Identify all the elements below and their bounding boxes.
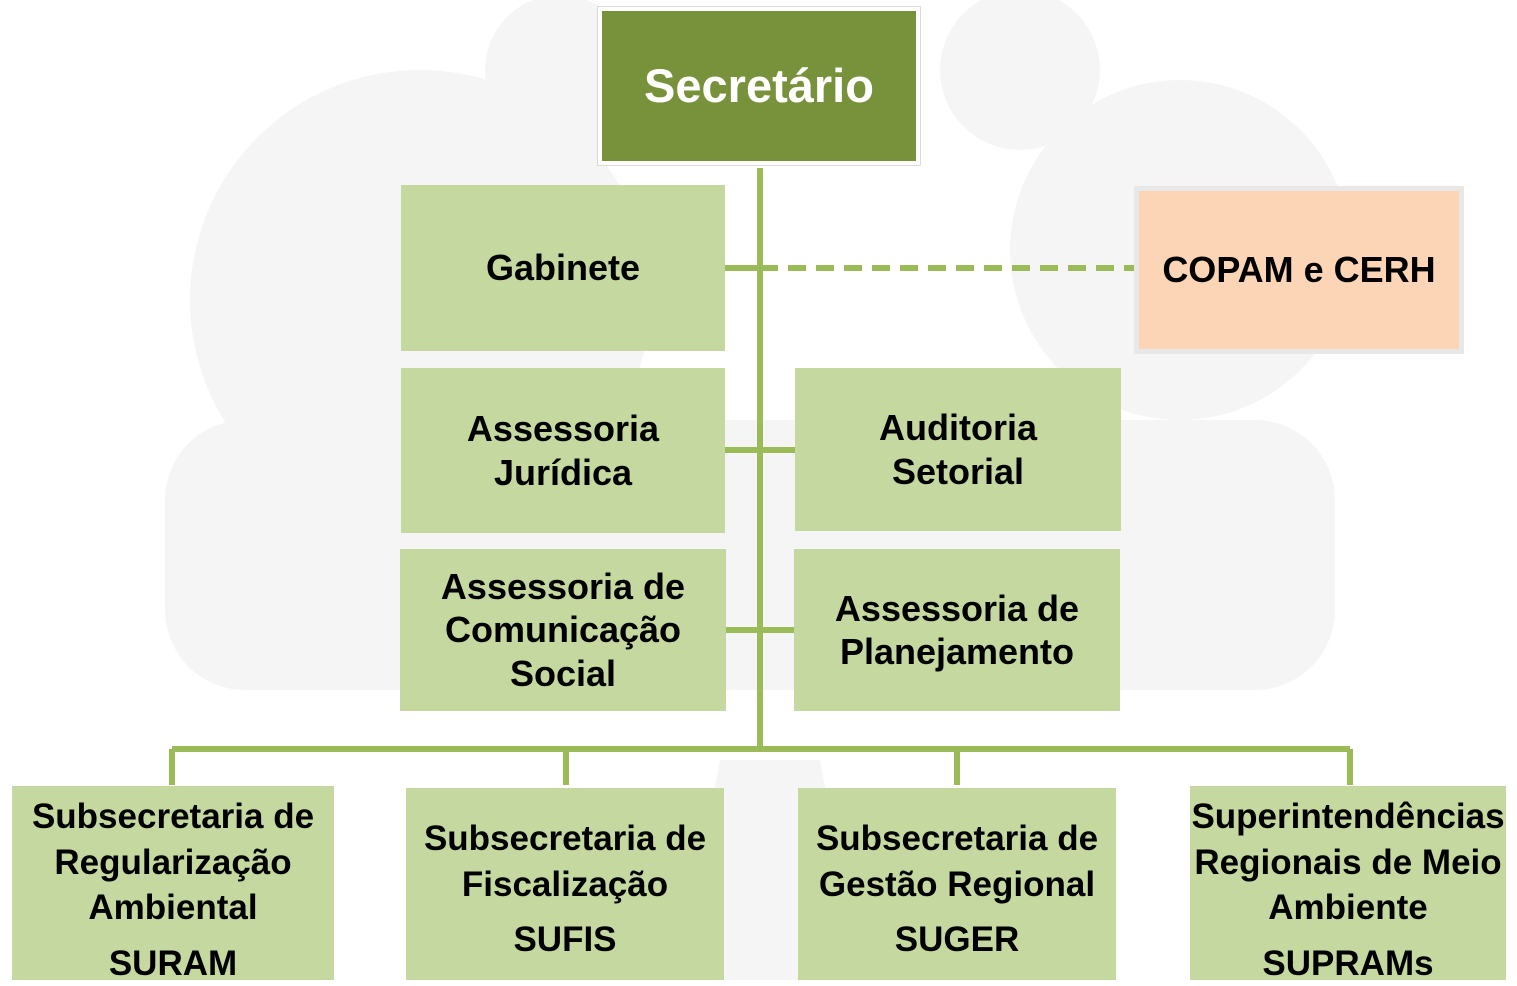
secretario-box: Secretário: [598, 7, 920, 165]
sufis-acronym: SUFIS: [513, 917, 616, 963]
suger-name: Subsecretaria de Gestão Regional: [816, 816, 1098, 907]
copam-cerh-box: COPAM e CERH: [1134, 186, 1464, 354]
suram-box: Subsecretaria de Regularização Ambiental…: [12, 786, 334, 980]
suram-name: Subsecretaria de Regularização Ambiental: [32, 794, 314, 931]
auditoria-setorial-box: Auditoria Setorial: [795, 368, 1121, 531]
assessoria-comunicacao-label: Assessoria de Comunicação Social: [441, 565, 685, 695]
sufis-name: Subsecretaria de Fiscalização: [424, 816, 706, 907]
assessoria-juridica-box: Assessoria Jurídica: [401, 368, 725, 533]
assessoria-juridica-label: Assessoria Jurídica: [467, 407, 659, 493]
suprams-acronym: SUPRAMs: [1262, 941, 1433, 986]
copam-cerh-label: COPAM e CERH: [1162, 248, 1435, 291]
assessoria-comunicacao-box: Assessoria de Comunicação Social: [400, 549, 726, 711]
secretario-label: Secretário: [644, 58, 874, 114]
suger-box: Subsecretaria de Gestão Regional SUGER: [798, 788, 1116, 980]
suram-acronym: SURAM: [109, 941, 237, 986]
suprams-box: Superintendências Regionais de Meio Ambi…: [1190, 786, 1506, 980]
assessoria-planejamento-box: Assessoria de Planejamento: [794, 549, 1120, 711]
gabinete-box: Gabinete: [401, 185, 725, 351]
auditoria-setorial-label: Auditoria Setorial: [879, 406, 1037, 492]
gabinete-label: Gabinete: [486, 246, 640, 289]
suger-acronym: SUGER: [895, 917, 1019, 963]
suprams-name: Superintendências Regionais de Meio Ambi…: [1191, 794, 1504, 931]
sufis-box: Subsecretaria de Fiscalização SUFIS: [406, 788, 724, 980]
assessoria-planejamento-label: Assessoria de Planejamento: [835, 587, 1079, 673]
